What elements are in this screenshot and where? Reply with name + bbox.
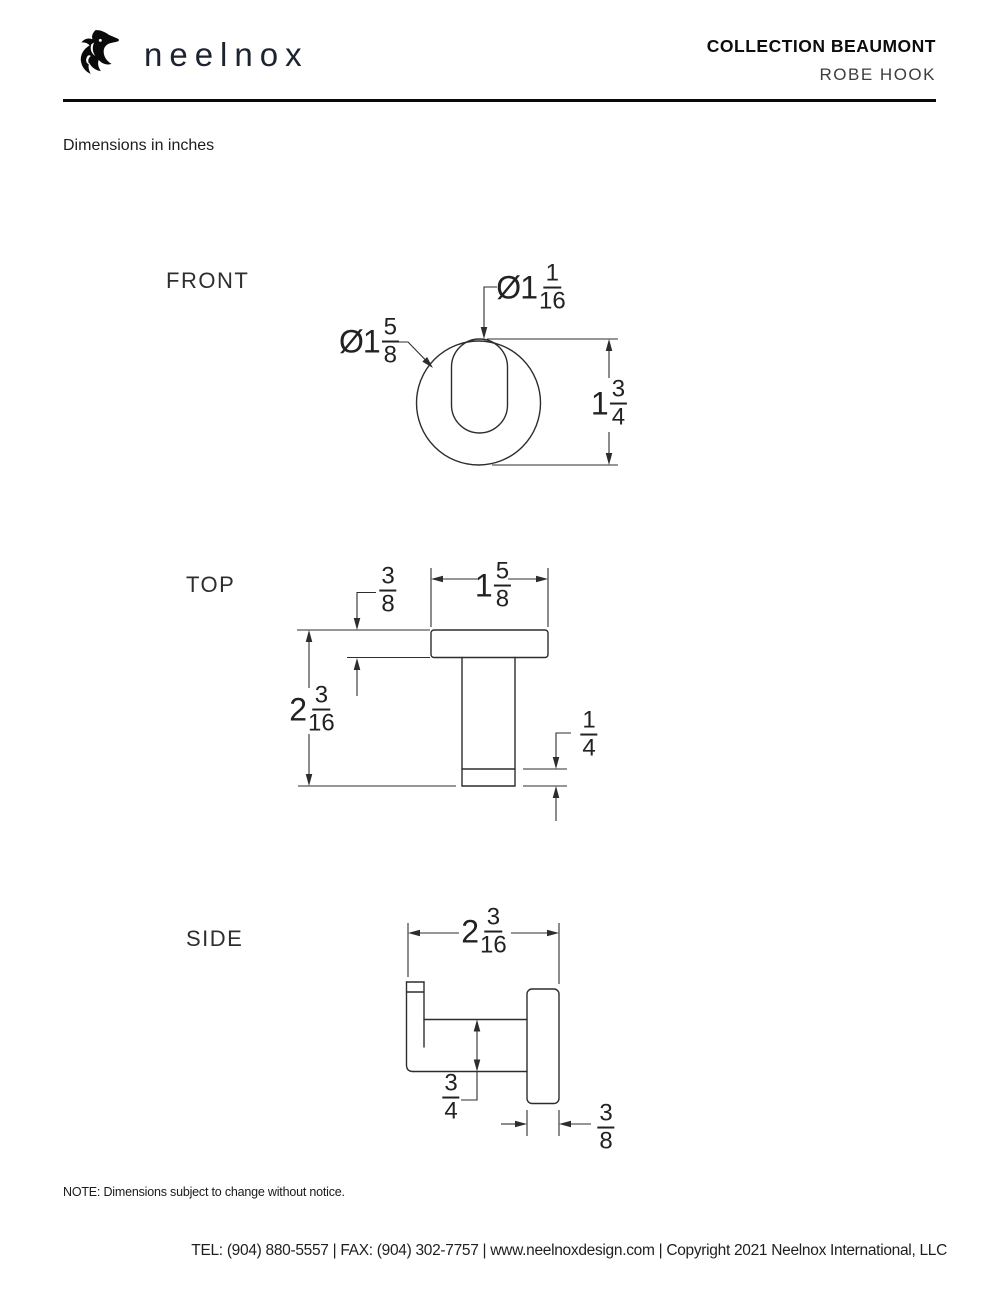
collection-title: COLLECTION BEAUMONT xyxy=(706,36,936,56)
side-view-drawing xyxy=(405,923,591,1136)
footer-contact-line: TEL: (904) 880-5557 | FAX: (904) 302-775… xyxy=(191,1242,947,1259)
side-wall-flange xyxy=(526,988,560,1105)
front-outer-circle xyxy=(415,340,542,466)
front-view-label: FRONT xyxy=(166,268,250,293)
top-view-drawing xyxy=(297,568,571,821)
horse-head-icon xyxy=(74,26,130,86)
header-divider xyxy=(63,99,936,102)
front-view-drawing xyxy=(395,286,618,466)
brand-wordmark: neelnox xyxy=(144,36,309,73)
units-subtitle: Dimensions in inches xyxy=(63,137,215,154)
top-view-label: TOP xyxy=(186,572,236,597)
product-title: ROBE HOOK xyxy=(819,65,936,84)
side-view-label: SIDE xyxy=(186,926,244,951)
disclaimer-note: NOTE: Dimensions subject to change witho… xyxy=(63,1185,345,1199)
front-hook-pill xyxy=(450,338,509,434)
top-plate xyxy=(430,629,549,659)
side-hook-post xyxy=(405,981,414,1073)
